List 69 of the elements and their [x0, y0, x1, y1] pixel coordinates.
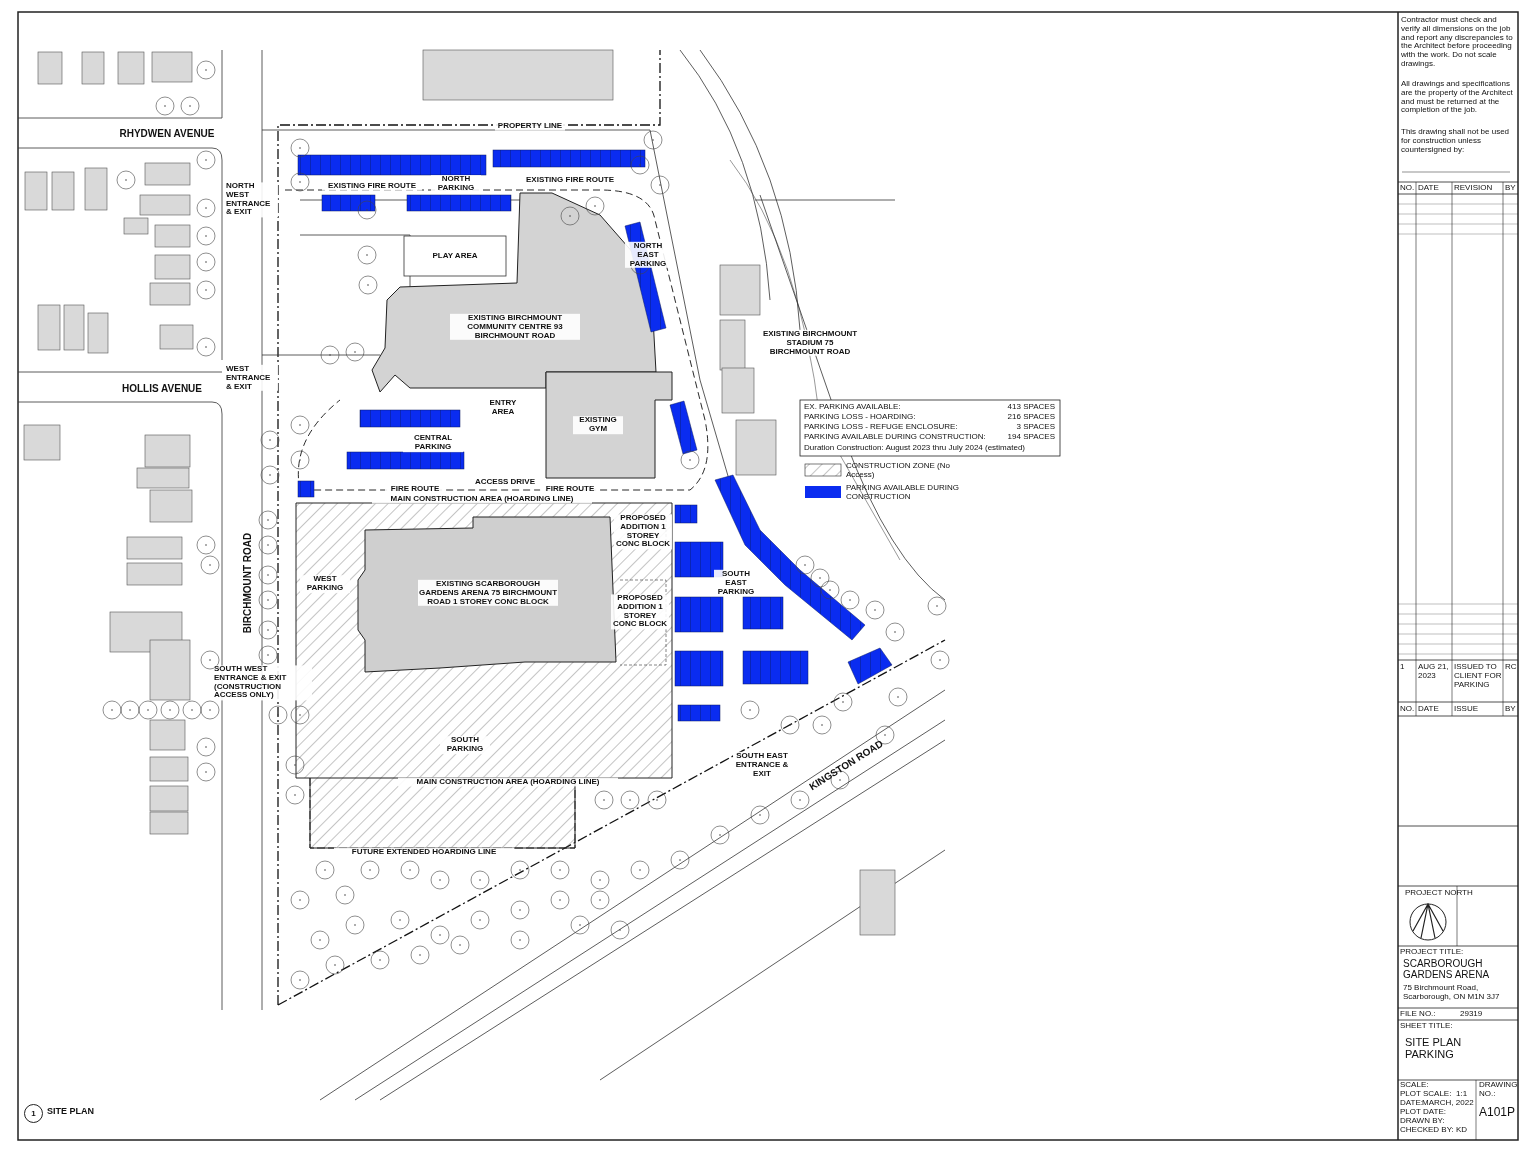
field-value: 1:1	[1456, 1090, 1468, 1099]
table-cell: RC	[1505, 663, 1517, 672]
area-label: NORTH EAST PARKING	[625, 241, 671, 269]
table-note: Duration Construction: August 2023 thru July 2024 (estimated)	[804, 444, 1025, 453]
field-label: DATE:	[1400, 1099, 1423, 1108]
route-label: FIRE ROUTE	[540, 484, 600, 494]
field-label: FILE NO.:	[1400, 1010, 1436, 1019]
boundary-label: MAIN CONSTRUCTION AREA (HOARDING LINE)	[398, 777, 618, 787]
entrance-label: WEST ENTRANCE & EXIT	[226, 364, 278, 392]
drawing-title: SITE PLAN	[47, 1107, 94, 1117]
route-label: EXISTING FIRE ROUTE	[322, 181, 422, 191]
building-label: EXISTING BIRCHMOUNT COMMUNITY CENTRE 93 BIRCHMOUNT ROAD	[450, 313, 580, 341]
table-cell: 1	[1400, 663, 1405, 672]
table-cell: ISSUED TO CLIENT FOR PARKING	[1454, 663, 1502, 690]
table-cell: EX. PARKING AVAILABLE:	[804, 403, 901, 412]
table-cell-text: 216 SPACES	[1006, 413, 1055, 422]
area-label: WEST PARKING	[300, 575, 350, 593]
building-label: PROPOSED ADDITION 1 STOREY CONC BLOCK	[614, 514, 672, 550]
table-cell-text: 413 SPACES	[1006, 403, 1055, 412]
boundary-label: MAIN CONSTRUCTION AREA (HOARDING LINE)	[372, 494, 592, 504]
drawing-number: A101P	[1479, 1106, 1516, 1120]
sheet-title: SITE PLAN PARKING	[1405, 1036, 1463, 1061]
building-label: PROPOSED ADDITION 1 STOREY CONC BLOCK	[611, 594, 669, 630]
note-text: Contractor must check and verify all dimensions on the job and report any discrepancies to the Architect before proceeding with the work. Do not scale drawings.	[1401, 16, 1514, 69]
table-cell-text: AUG 21, 2023	[1418, 663, 1450, 681]
field-label: PLOT SCALE:	[1400, 1090, 1452, 1099]
area-label: NORTH PARKING	[431, 175, 481, 193]
column-header: REVISION	[1454, 184, 1493, 193]
column-header: NO.	[1400, 184, 1415, 193]
legend-label: CONSTRUCTION ZONE (No Access)	[846, 462, 951, 480]
column-header: ISSUE	[1454, 705, 1478, 714]
field-label: PROJECT NORTH	[1405, 889, 1473, 898]
field-label: DRAWN BY:	[1400, 1117, 1445, 1126]
building-label: EXISTING SCARBOROUGH GARDENS ARENA 75 BIRCHMOUNT ROAD 1 STOREY CONC BLOCK	[418, 579, 558, 607]
line-label: PROPERTY LINE	[495, 121, 565, 131]
note-text: This drawing shall not be used for construction unless countersigned by:	[1401, 128, 1511, 155]
field-value: KD	[1456, 1126, 1468, 1135]
entrance-label: SOUTH EAST ENTRANCE & EXIT	[733, 751, 791, 779]
table-cell: PARKING LOSS - REFUGE ENCLOSURE:	[804, 423, 958, 432]
field-label: PROJECT TITLE:	[1400, 948, 1464, 957]
file-number: 29319	[1460, 1010, 1483, 1019]
column-header: DATE	[1418, 184, 1439, 193]
column-header: BY	[1505, 705, 1516, 714]
field-label: CHECKED BY:	[1400, 1126, 1454, 1135]
field-label: SHEET TITLE:	[1400, 1022, 1453, 1031]
column-header: BY	[1505, 184, 1516, 193]
column-header: DATE	[1418, 705, 1439, 714]
table-cell-text: 194 SPACES	[1006, 433, 1055, 442]
note-text: All drawings and specifications are the property of the Architect and must be returned at the completion of the job.	[1401, 80, 1514, 116]
entrance-label: NORTH WEST ENTRANCE & EXIT	[226, 182, 278, 218]
column-header: NO.	[1400, 705, 1415, 714]
field-value: MARCH, 2022	[1422, 1099, 1474, 1108]
area-label: SOUTH PARKING	[440, 736, 490, 754]
entrance-label: SOUTH WEST ENTRANCE & EXIT (CONSTRUCTION ACCESS ONLY)	[214, 665, 312, 701]
table-cell: PARKING LOSS - HOARDING:	[804, 413, 916, 422]
address-text: 75 Birchmount Road, Scarborough, ON M1N 3J7	[1403, 984, 1501, 1002]
field-label: PLOT DATE:	[1400, 1108, 1446, 1117]
route-label: FIRE ROUTE	[385, 484, 445, 494]
table-cell-text: 3 SPACES	[1015, 423, 1055, 432]
road-name: BIRCHMOUNT ROAD	[241, 532, 253, 634]
area-label: CENTRAL PARKING	[403, 434, 463, 452]
field-label: SCALE:	[1400, 1081, 1429, 1090]
legend-label: PARKING AVAILABLE DURING CONSTRUCTION	[846, 484, 960, 502]
building-label: EXISTING BIRCHMOUNT STADIUM 75 BIRCHMOUNT ROAD	[762, 329, 858, 357]
table-cell: PARKING AVAILABLE DURING CONSTRUCTION:	[804, 433, 986, 442]
building-label: EXISTING GYM	[573, 416, 623, 434]
field-label: DRAWING NO.:	[1479, 1081, 1517, 1099]
boundary-label: FUTURE EXTENDED HOARDING LINE	[334, 847, 514, 857]
project-title: SCARBOROUGH GARDENS ARENA	[1403, 958, 1491, 980]
